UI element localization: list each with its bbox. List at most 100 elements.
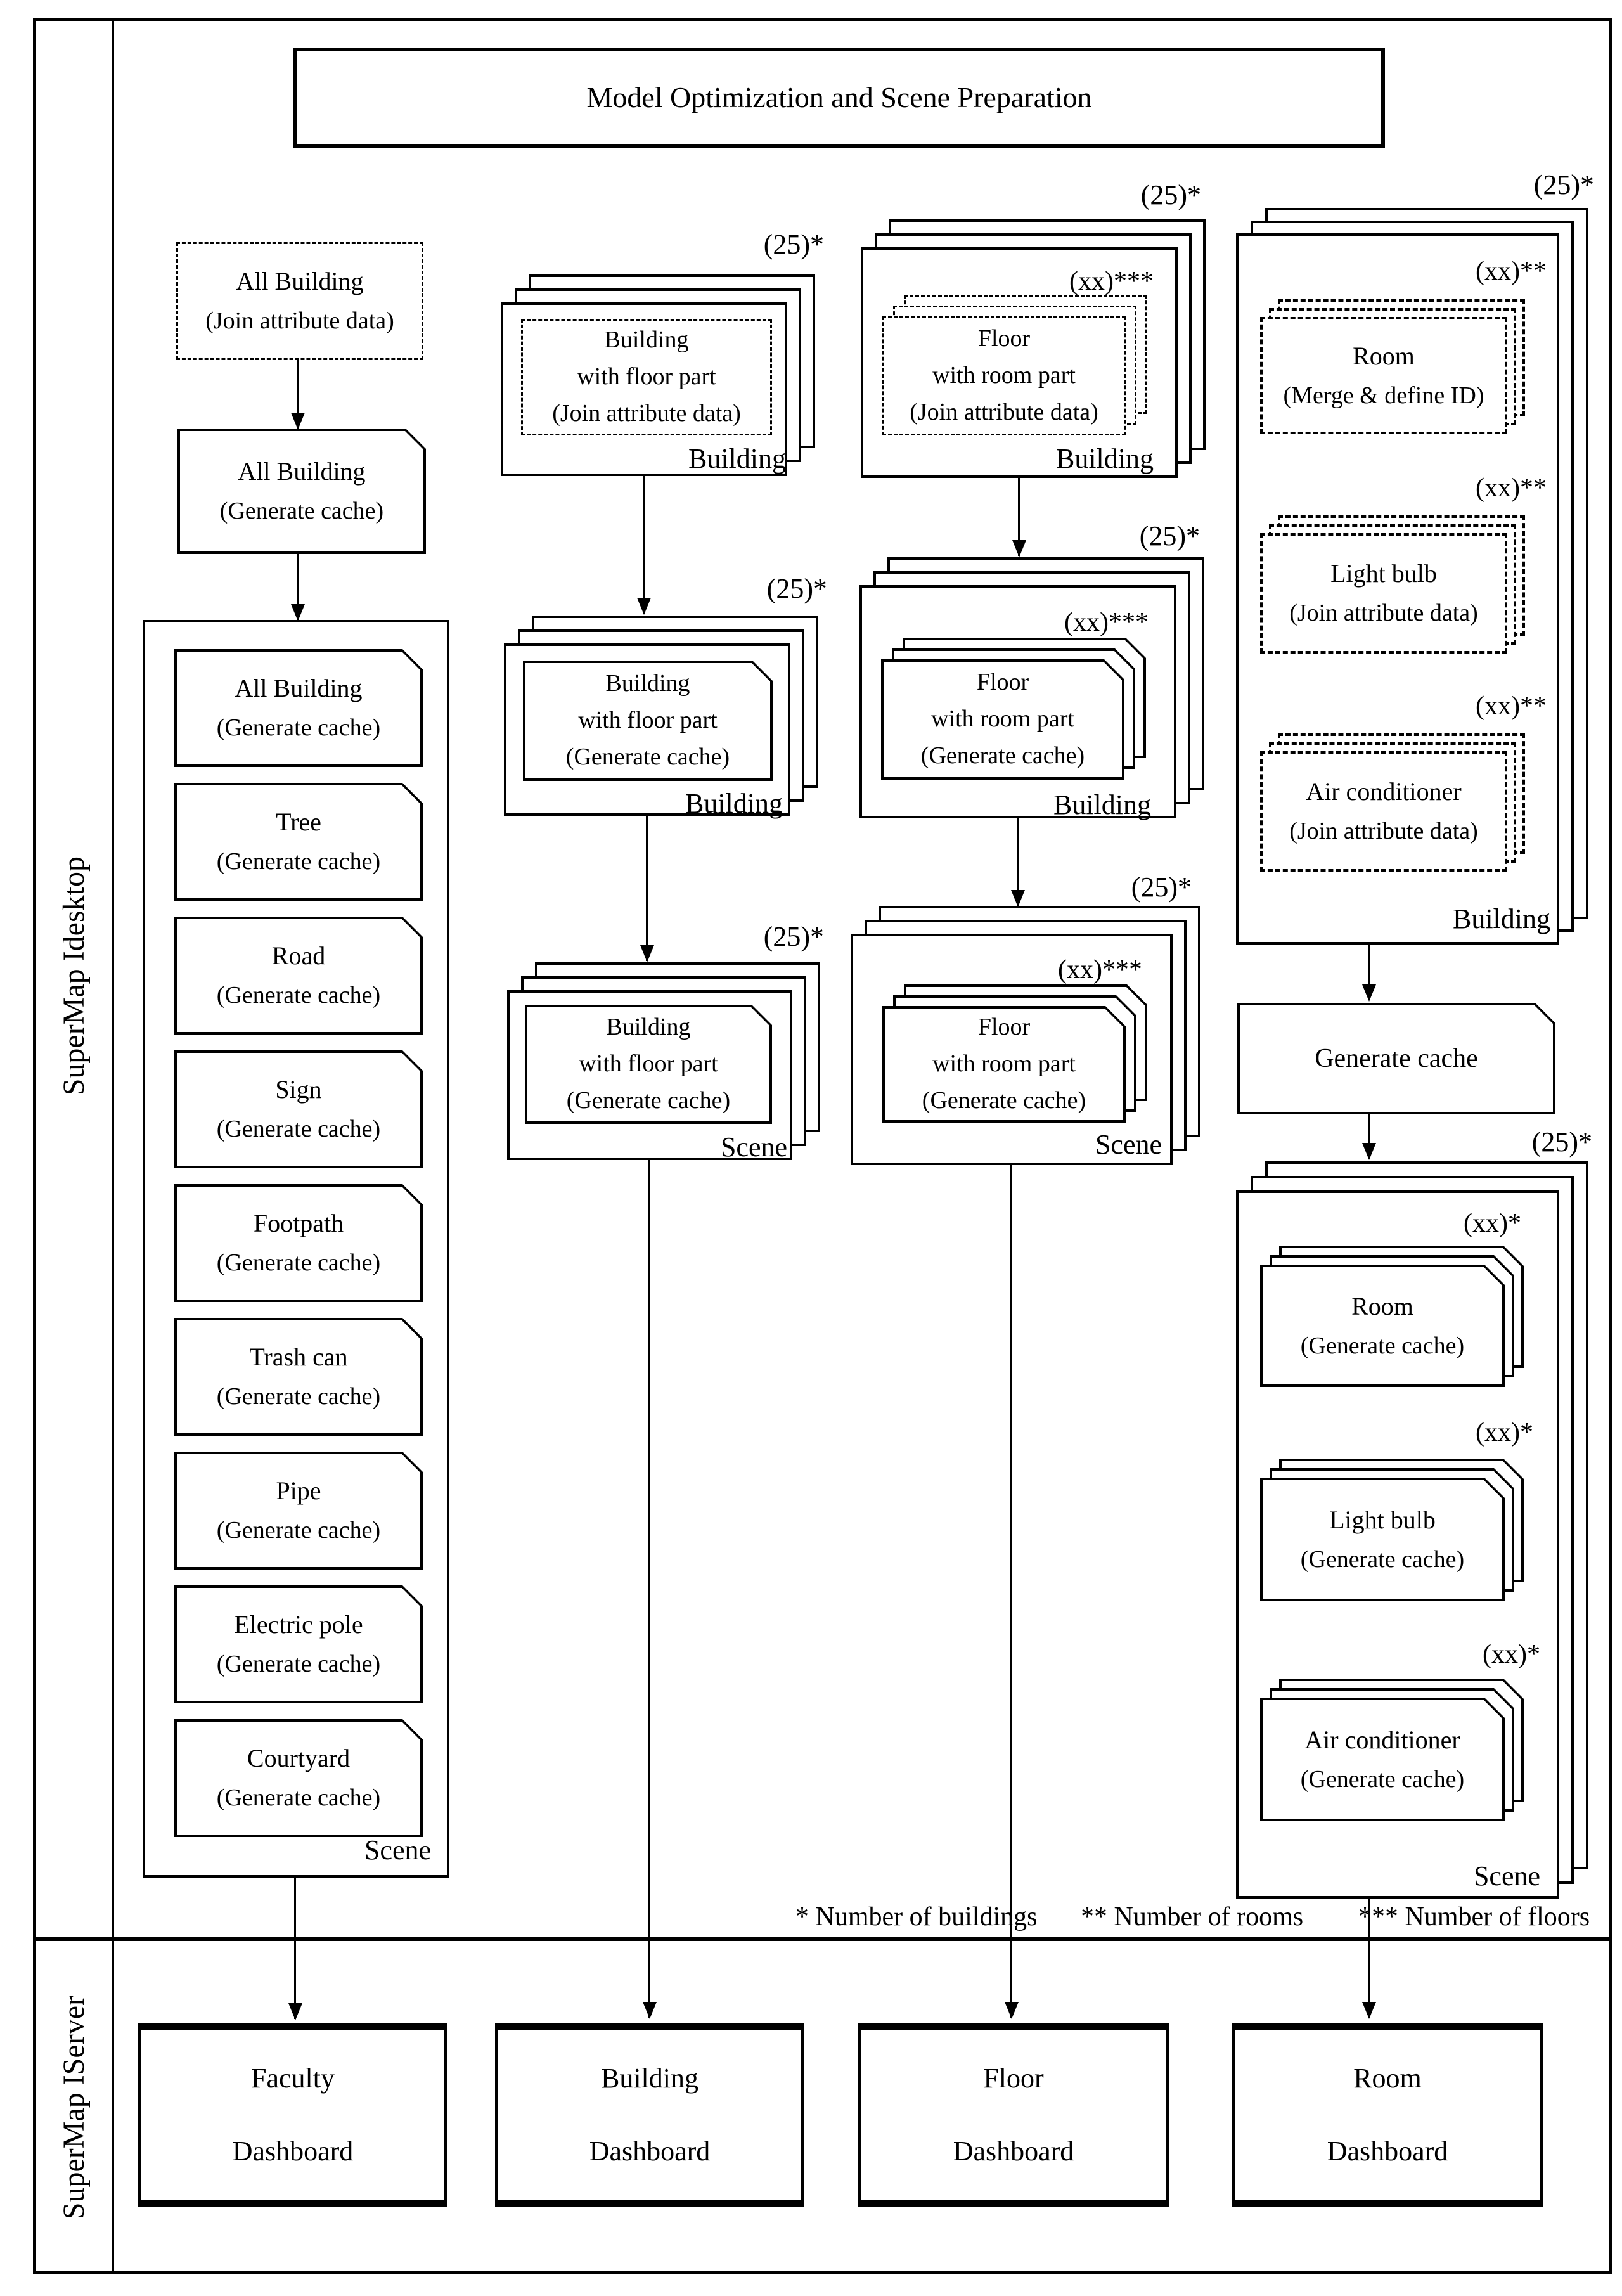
faculty-dashboard-box: Faculty Dashboard [138,2023,447,2207]
box-line: Air conditioner [1306,777,1462,806]
item-name: Sign [275,1075,322,1104]
box-line: (Generate cache) [1300,1545,1465,1573]
arrow [297,360,299,429]
dashboard-line: Building [600,2063,699,2094]
card-label: Scene [1473,1861,1540,1892]
box-line: with floor part [577,363,716,390]
generate-cache-box: Generate cache [1237,1003,1555,1114]
box-line: Generate cache [1315,1043,1478,1073]
sidebar-divider [112,18,114,2274]
scene-item: Sign (Generate cache) [174,1050,423,1168]
card-label: Building [1452,903,1550,934]
item-op: (Generate cache) [216,1651,381,1678]
item-name: Footpath [253,1209,344,1238]
count-badge: (25)* [1531,1126,1592,1158]
count-badge: (25)* [763,229,824,260]
count-badge: (xx)* [1476,1418,1533,1447]
box-line: (Generate cache) [922,1087,1086,1114]
item-op: (Generate cache) [216,1784,381,1812]
building-floorpart-join-box: Building with floor part (Join attribute… [521,319,772,435]
item-name: Electric pole [234,1610,363,1639]
box-line: with room part [932,1050,1076,1078]
dashboard-line: Dashboard [232,2136,354,2167]
building-dashboard-box: Building Dashboard [495,2023,804,2207]
box-line: with floor part [578,707,718,734]
box-line: (Generate cache) [565,743,730,770]
count-badge: (xx)*** [1064,608,1149,637]
scene-item: Tree (Generate cache) [174,783,423,901]
airconditioner-join-box: Air conditioner (Join attribute data) [1260,751,1507,872]
card-label: Building [685,788,783,819]
box-line: (Join attribute data) [910,398,1098,425]
arrow [1017,818,1019,906]
count-badge: (xx)* [1483,1640,1540,1669]
count-badge: (25)* [763,921,824,952]
dashboard-line: Floor [983,2063,1044,2094]
scene-item: All Building (Generate cache) [174,649,423,767]
arrow [648,1160,650,2018]
arrow [1368,1114,1370,1159]
box-line: (Generate cache) [219,498,384,525]
building-floorpart-cache-box: Building with floor part (Generate cache… [523,661,773,781]
lightbulb-join-box: Light bulb (Join attribute data) [1260,533,1507,654]
floor-roompart-join-box: Floor with room part (Join attribute dat… [882,316,1126,435]
page-title: Model Optimization and Scene Preparation [586,81,1092,114]
box-line: Floor [976,669,1029,696]
floor-dashboard-box: Floor Dashboard [858,2023,1169,2207]
count-badge: (xx)*** [1069,267,1154,296]
item-op: (Generate cache) [216,1517,381,1544]
item-op: (Generate cache) [216,1116,381,1143]
outer-border [33,18,1612,2274]
item-op: (Generate cache) [216,982,381,1009]
item-op: (Generate cache) [216,714,381,742]
floor-roompart-scene-box: Floor with room part (Generate cache) [882,1006,1126,1123]
arrow [297,554,299,620]
arrow [1368,1899,1370,2018]
item-name: Road [271,941,326,971]
room-cache-box: Room (Generate cache) [1260,1265,1505,1387]
card-label: Scene [1095,1129,1162,1160]
arrow [643,476,645,614]
room-dashboard-box: Room Dashboard [1232,2023,1543,2207]
item-op: (Generate cache) [216,1249,381,1277]
card-label: Building [1055,443,1154,474]
box-line: Building [604,326,689,354]
card-label: Scene [720,1132,787,1163]
box-line: (Generate cache) [566,1087,731,1114]
footnote-rooms: ** Number of rooms [1081,1902,1304,1932]
scene-item: Footpath (Generate cache) [174,1184,423,1302]
arrow [1368,945,1370,1000]
count-badge: (25)* [1131,872,1192,903]
scene-item: Electric pole (Generate cache) [174,1585,423,1703]
scene-item: Road (Generate cache) [174,917,423,1035]
card-label: Building [688,443,786,474]
box-line: with floor part [579,1050,718,1078]
sidebar-idesktop-label: SuperMap Idesktop [57,856,91,1096]
box-line: All Building [238,457,366,486]
box-line: (Generate cache) [1300,1332,1465,1359]
box-line: with room part [932,362,1076,389]
box-line: (Join attribute data) [552,399,741,427]
room-merge-box: Room (Merge & define ID) [1260,317,1507,434]
box-line: Light bulb [1330,559,1437,588]
sidebar-iserver-label: SuperMap IServer [57,1996,91,2220]
item-name: Trash can [249,1343,348,1372]
box-line: Building [605,670,690,697]
box-line: (Join attribute data) [1289,818,1478,845]
box-line: Air conditioner [1304,1725,1460,1754]
count-badge: (25)* [1140,179,1201,210]
box-line: Room [1351,1291,1413,1320]
count-badge: (xx)** [1476,692,1547,721]
dashboard-line: Dashboard [589,2136,711,2167]
sidebar-iserver: SuperMap IServer [36,1959,112,2257]
box-line: (Join attribute data) [205,307,394,335]
count-badge: (xx)** [1476,257,1547,286]
box-line: All Building [236,267,364,296]
item-name: Pipe [276,1476,321,1506]
card-label: Building [1053,789,1151,820]
scene-item: Courtyard (Generate cache) [174,1719,423,1837]
footnote-floors: *** Number of floors [1358,1902,1590,1932]
arrow [1018,478,1020,556]
arrow [1010,1165,1012,2018]
